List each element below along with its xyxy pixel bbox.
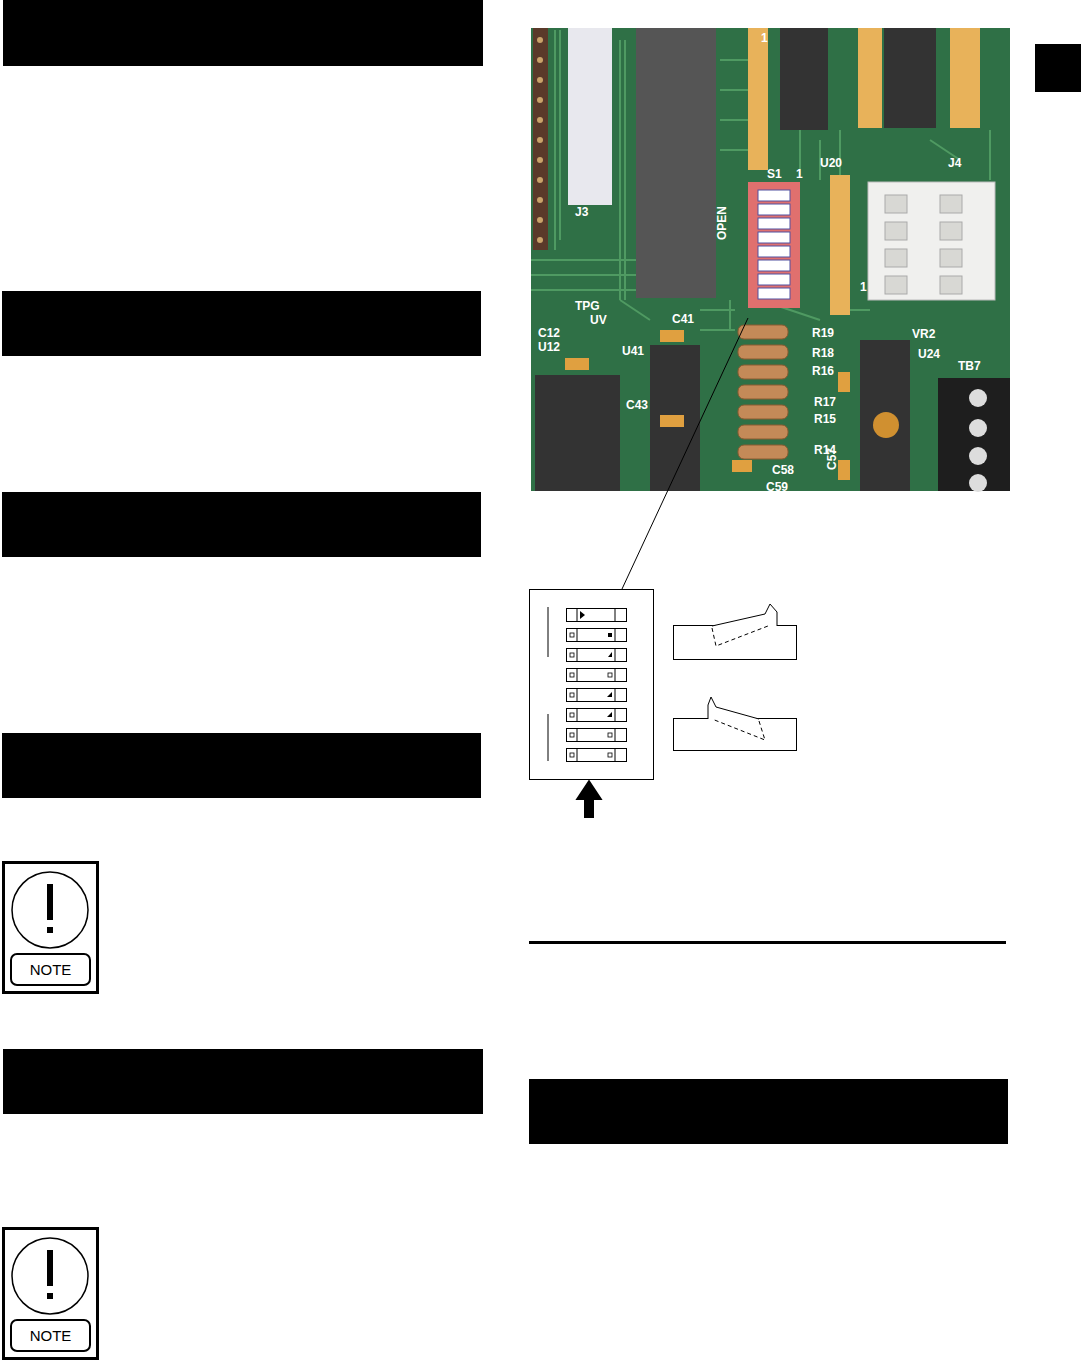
board-marking: C59 xyxy=(766,481,788,493)
circuit-board-photo xyxy=(531,28,1010,492)
board-marking: R19 xyxy=(812,327,834,339)
board-marking: S1 xyxy=(767,168,782,180)
board-marking: U20 xyxy=(820,157,842,169)
board-marking: C12 xyxy=(538,327,560,339)
heading-bar xyxy=(2,733,481,798)
board-marking: 1 xyxy=(860,281,867,293)
board-marking: TB7 xyxy=(958,360,981,372)
board-marking: C57 xyxy=(826,448,838,470)
heading-bar xyxy=(2,291,481,356)
board-marking: OPEN xyxy=(716,206,728,240)
heading-bar xyxy=(3,1049,483,1114)
rule-line xyxy=(529,941,1006,944)
board-marking: C58 xyxy=(772,464,794,476)
board-marking: 1 xyxy=(761,32,768,44)
board-marking: C41 xyxy=(672,313,694,325)
board-marking: U24 xyxy=(918,348,940,360)
heading-bar xyxy=(529,1079,1008,1144)
board-marking: U12 xyxy=(538,341,560,353)
heading-bar xyxy=(3,0,483,66)
section-tab xyxy=(1035,44,1081,92)
heading-bar xyxy=(2,492,481,557)
board-marking: R18 xyxy=(812,347,834,359)
board-marking: J4 xyxy=(948,157,961,169)
switch-side-view xyxy=(674,604,797,751)
board-marking: TPG xyxy=(575,300,600,312)
dip-switch-detail xyxy=(530,590,654,819)
note-icon: NOTE xyxy=(2,861,99,994)
board-marking: VR2 xyxy=(912,328,935,340)
note-label: NOTE xyxy=(10,953,91,986)
board-marking: R17 xyxy=(814,396,836,408)
board-marking: C43 xyxy=(626,399,648,411)
note-label: NOTE xyxy=(10,1319,91,1352)
note-icon: NOTE xyxy=(2,1227,99,1360)
board-marking: UV xyxy=(590,314,607,326)
board-marking: U41 xyxy=(622,345,644,357)
board-marking: J3 xyxy=(575,206,588,218)
leader-line xyxy=(622,318,748,589)
board-marking: R16 xyxy=(812,365,834,377)
board-marking: R15 xyxy=(814,413,836,425)
board-marking: 1 xyxy=(796,168,803,180)
